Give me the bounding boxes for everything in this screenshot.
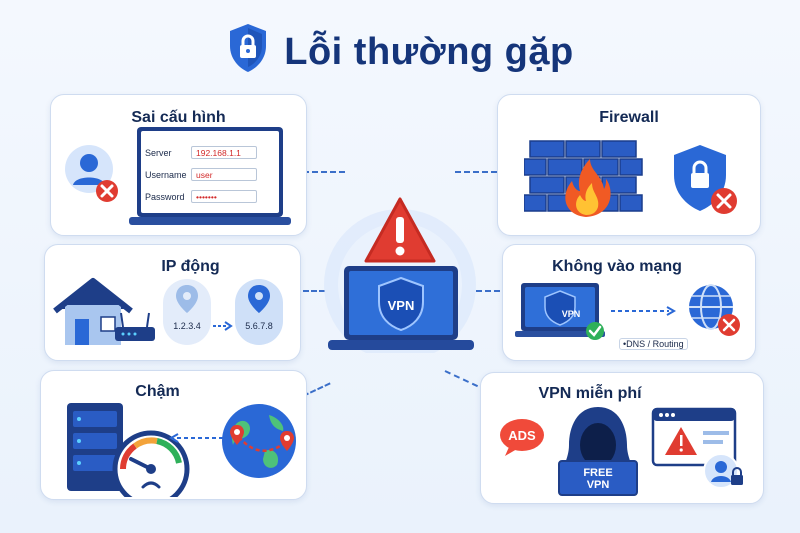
card-misconfiguration: Sai cấu hình Server 192.168.1.1 Username… xyxy=(50,94,307,236)
username-field: user xyxy=(191,168,257,181)
warning-window-icon xyxy=(651,407,751,491)
old-ip-bubble xyxy=(163,279,211,345)
vpn-laptop-icon xyxy=(515,283,607,343)
card-firewall: Firewall xyxy=(497,94,761,236)
firewall-icon xyxy=(523,135,650,221)
arrow-left-icon xyxy=(169,433,225,443)
warning-icon xyxy=(362,195,438,267)
center-vpn-label: VPN xyxy=(387,298,415,313)
server-field: 192.168.1.1 xyxy=(191,146,257,159)
center-laptop xyxy=(328,262,474,354)
field-label: Server xyxy=(145,148,172,158)
dns-routing-note: •DNS / Routing xyxy=(619,338,688,350)
connector-line xyxy=(303,171,345,173)
card-title: Sai cấu hình xyxy=(131,109,226,126)
dns-routing-text: DNS / Routing xyxy=(626,339,684,349)
globe-error-icon xyxy=(683,281,745,341)
ads-bubble xyxy=(499,417,545,457)
globe-route-icon xyxy=(219,401,301,483)
shield-lock-error-icon xyxy=(668,143,748,223)
card-no-network: Không vào mạng VPN •DNS / Routing xyxy=(502,244,756,361)
field-label: Username xyxy=(145,170,187,180)
vpn-label: VPN xyxy=(586,479,610,491)
card-title: Firewall xyxy=(599,109,659,126)
card-slow: Chậm xyxy=(40,370,307,508)
vpn-label: VPN xyxy=(561,309,581,319)
page-title: Lỗi thường gặp xyxy=(0,22,800,74)
server-speedometer-icon xyxy=(67,403,191,508)
page-title-text: Lỗi thường gặp xyxy=(284,31,574,73)
password-field: ••••••• xyxy=(191,190,257,203)
connector-line xyxy=(303,290,325,292)
user-error-icon xyxy=(63,139,119,205)
old-ip-text: 1.2.3.4 xyxy=(173,321,201,331)
connector-line xyxy=(476,290,500,292)
free-vpn-label: FREE VPN xyxy=(563,467,633,491)
house-router-icon xyxy=(53,275,157,351)
free-label: FREE xyxy=(583,467,613,479)
arrow-right-icon xyxy=(213,321,233,331)
card-dynamic-ip: IP động 1.2.3.4 5.6.7.8 xyxy=(44,244,301,361)
shield-lock-icon xyxy=(230,24,267,72)
arrow-right-icon xyxy=(611,306,677,316)
card-title: IP động xyxy=(161,258,220,275)
card-title: Không vào mạng xyxy=(552,258,682,275)
connector-line xyxy=(455,171,497,173)
field-label: Password xyxy=(145,192,185,202)
hooded-hacker-icon xyxy=(555,403,641,499)
new-ip-text: 5.6.7.8 xyxy=(245,321,273,331)
ads-label: ADS xyxy=(508,428,536,443)
card-title: Chậm xyxy=(135,383,180,400)
card-title: VPN miễn phí xyxy=(538,385,642,402)
new-ip-bubble xyxy=(235,279,283,345)
card-free-vpn: VPN miễn phí ADS FREE VPN xyxy=(480,372,764,504)
